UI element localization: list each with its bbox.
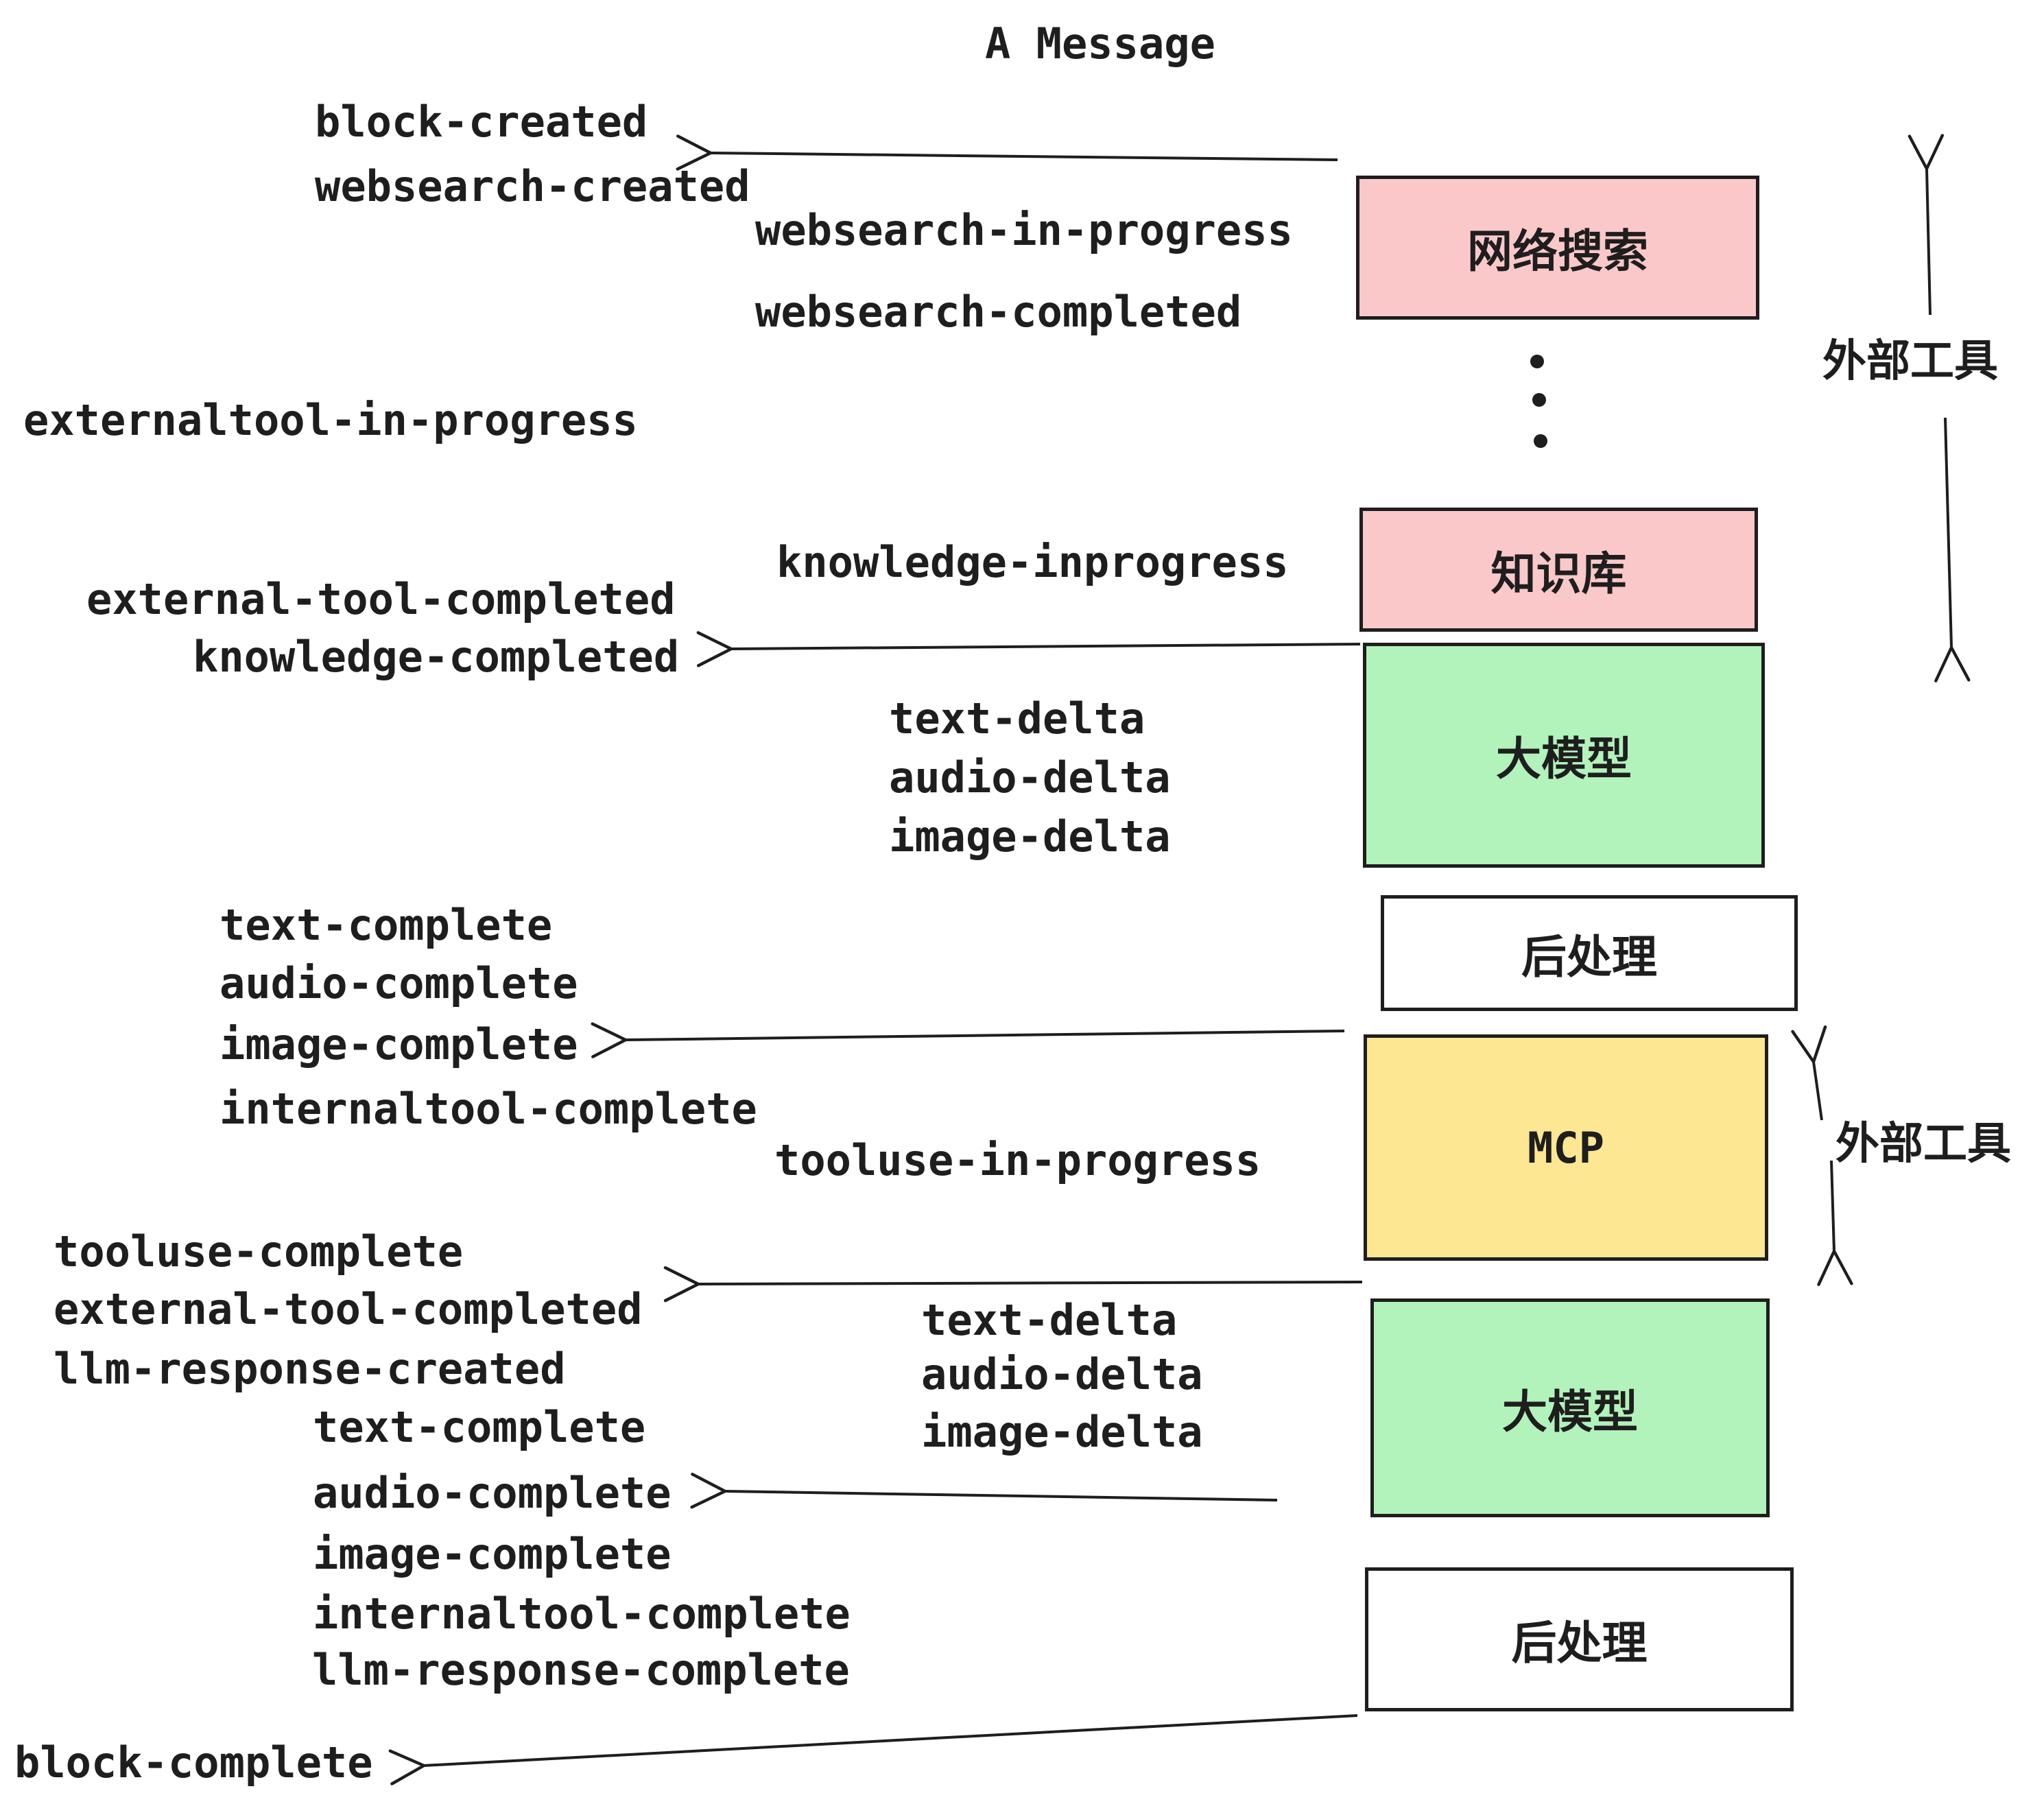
arrow-to-block-complete [388, 1714, 1358, 1785]
page-title: A Message [985, 19, 1215, 69]
arrow-to-tooluse-complete [663, 1266, 1363, 1303]
external-tools-label-1: 外部工具 [1822, 336, 1998, 385]
ellipsis-dot [1534, 434, 1547, 448]
ellipsis-dot [1532, 393, 1546, 407]
box-postprocess-1: 后处理 [1381, 895, 1798, 1011]
event-label-image-complete-2: image-complete [313, 1529, 672, 1579]
event-label-external-tool-completed-2: external-tool-completed [54, 1284, 643, 1334]
box-knowledge-base: 知识库 [1359, 508, 1758, 632]
event-label-image-delta-2: image-delta [921, 1407, 1203, 1457]
box-llm-1-label: 大模型 [1496, 733, 1632, 784]
event-label-websearch-completed: websearch-completed [755, 287, 1242, 337]
event-label-block-complete: block-complete [14, 1737, 373, 1788]
event-label-externaltool-in-progress: externaltool-in-progress [23, 395, 638, 445]
arrow-to-knowledge-completed [696, 631, 1361, 667]
arrow-to-audio-complete [690, 1473, 1278, 1509]
box-knowledge-base-label: 知识库 [1490, 547, 1627, 599]
event-label-knowledge-inprogress: knowledge-inprogress [776, 537, 1289, 587]
box-mcp-label: MCP [1528, 1122, 1604, 1173]
event-label-text-complete-1: text-complete [219, 900, 553, 950]
box-postprocess-1-label: 后处理 [1521, 931, 1657, 982]
box-llm-2: 大模型 [1370, 1298, 1770, 1517]
box-websearch-label: 网络搜索 [1467, 226, 1648, 276]
box-postprocess-2: 后处理 [1365, 1567, 1794, 1711]
event-label-text-delta-1: text-delta [889, 693, 1145, 744]
arrow-to-block-created [676, 134, 1338, 171]
box-llm-1: 大模型 [1363, 643, 1765, 868]
event-label-tooluse-complete: tooluse-complete [54, 1226, 464, 1277]
event-label-knowledge-completed: knowledge-completed [193, 632, 680, 682]
event-label-llm-response-created: llm-response-created [54, 1344, 566, 1394]
box-llm-2-label: 大模型 [1502, 1386, 1638, 1437]
event-label-audio-delta-2: audio-delta [921, 1349, 1203, 1399]
box-postprocess-2-label: 后处理 [1511, 1617, 1648, 1668]
external-tools-label-2: 外部工具 [1835, 1119, 2011, 1168]
external-tools-down-arrow-2 [1817, 1160, 1853, 1286]
ellipsis-dot [1530, 355, 1544, 368]
event-label-image-complete-1: image-complete [219, 1019, 578, 1069]
external-tools-down-arrow-1 [1934, 417, 1971, 683]
event-label-audio-delta-1: audio-delta [889, 752, 1171, 803]
event-label-text-delta-2: text-delta [921, 1295, 1178, 1345]
event-label-text-complete-2: text-complete [313, 1402, 646, 1452]
event-label-llm-response-complete: llm-response-complete [312, 1645, 850, 1695]
external-tools-up-arrow-2 [1791, 1025, 1827, 1121]
event-label-websearch-in-progress: websearch-in-progress [755, 205, 1293, 255]
event-label-image-delta-1: image-delta [889, 811, 1171, 862]
box-mcp: MCP [1364, 1034, 1768, 1261]
external-tools-up-arrow-1 [1908, 134, 1945, 316]
event-label-external-tool-completed: external-tool-completed [86, 574, 676, 624]
event-label-block-created: block-created [315, 97, 648, 147]
box-websearch: 网络搜索 [1356, 176, 1759, 320]
event-label-internaltool-complete-2: internaltool-complete [313, 1589, 851, 1639]
arrow-to-image-complete [591, 1022, 1345, 1058]
event-label-audio-complete-2: audio-complete [313, 1468, 672, 1518]
event-label-audio-complete-1: audio-complete [219, 958, 578, 1008]
event-label-websearch-created: websearch-created [315, 161, 750, 211]
event-label-internaltool-complete-1: internaltool-complete [219, 1084, 757, 1134]
event-label-tooluse-in-progress: tooluse-in-progress [774, 1135, 1261, 1185]
